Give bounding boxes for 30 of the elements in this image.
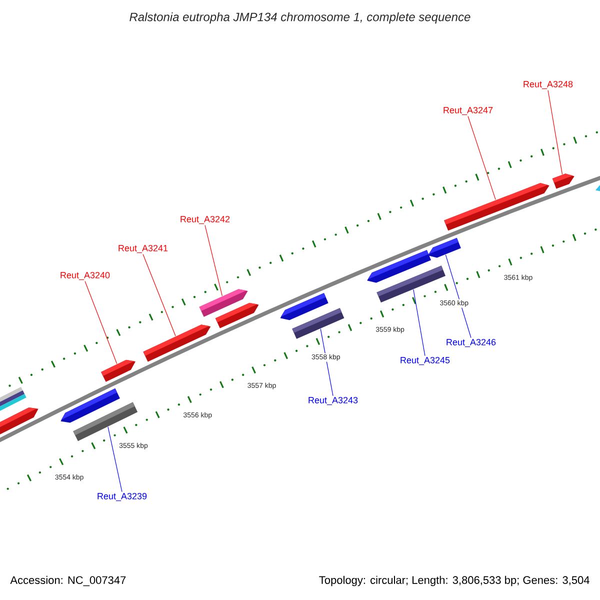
gene-block	[101, 360, 136, 382]
gene-label: Reut_A3243	[308, 396, 358, 406]
leader-line	[445, 254, 472, 338]
leader-line	[204, 224, 222, 296]
footer-text: Accession: NC_007347	[10, 576, 126, 586]
leader-line	[142, 254, 176, 336]
gene-block	[292, 308, 344, 339]
gene-label: Reut_A3247	[444, 106, 493, 116]
leader-line	[84, 280, 118, 364]
gene-label: Reut_A3245	[400, 356, 450, 366]
gene-block	[428, 238, 461, 258]
gene-label: Reut_A3242	[180, 216, 230, 224]
title: Ralstonia eutropha JMP134 chromosome 1, complete sequence	[130, 12, 470, 24]
gene-block	[215, 302, 259, 328]
gene-block	[552, 174, 574, 189]
leader-line	[468, 116, 496, 200]
footer-text: Topology: circular; Length: 3,806,533 bp; Genes: 3,504	[319, 576, 590, 586]
gene-block	[444, 183, 550, 231]
leader-line	[108, 426, 122, 492]
gene-block	[73, 402, 138, 442]
gene-block	[280, 293, 328, 320]
gene-label: Reut_A3241	[118, 244, 168, 254]
leader-line	[320, 328, 334, 396]
gene-label: Reut_A3246	[446, 338, 496, 348]
gene-label: Reut_A3240	[60, 272, 110, 280]
gene-block	[143, 324, 211, 362]
leader-line	[548, 90, 563, 175]
gene-label: Reut_A3248	[524, 80, 573, 90]
leader-line	[413, 289, 426, 356]
gene-label: Reut_A3239	[98, 492, 147, 502]
